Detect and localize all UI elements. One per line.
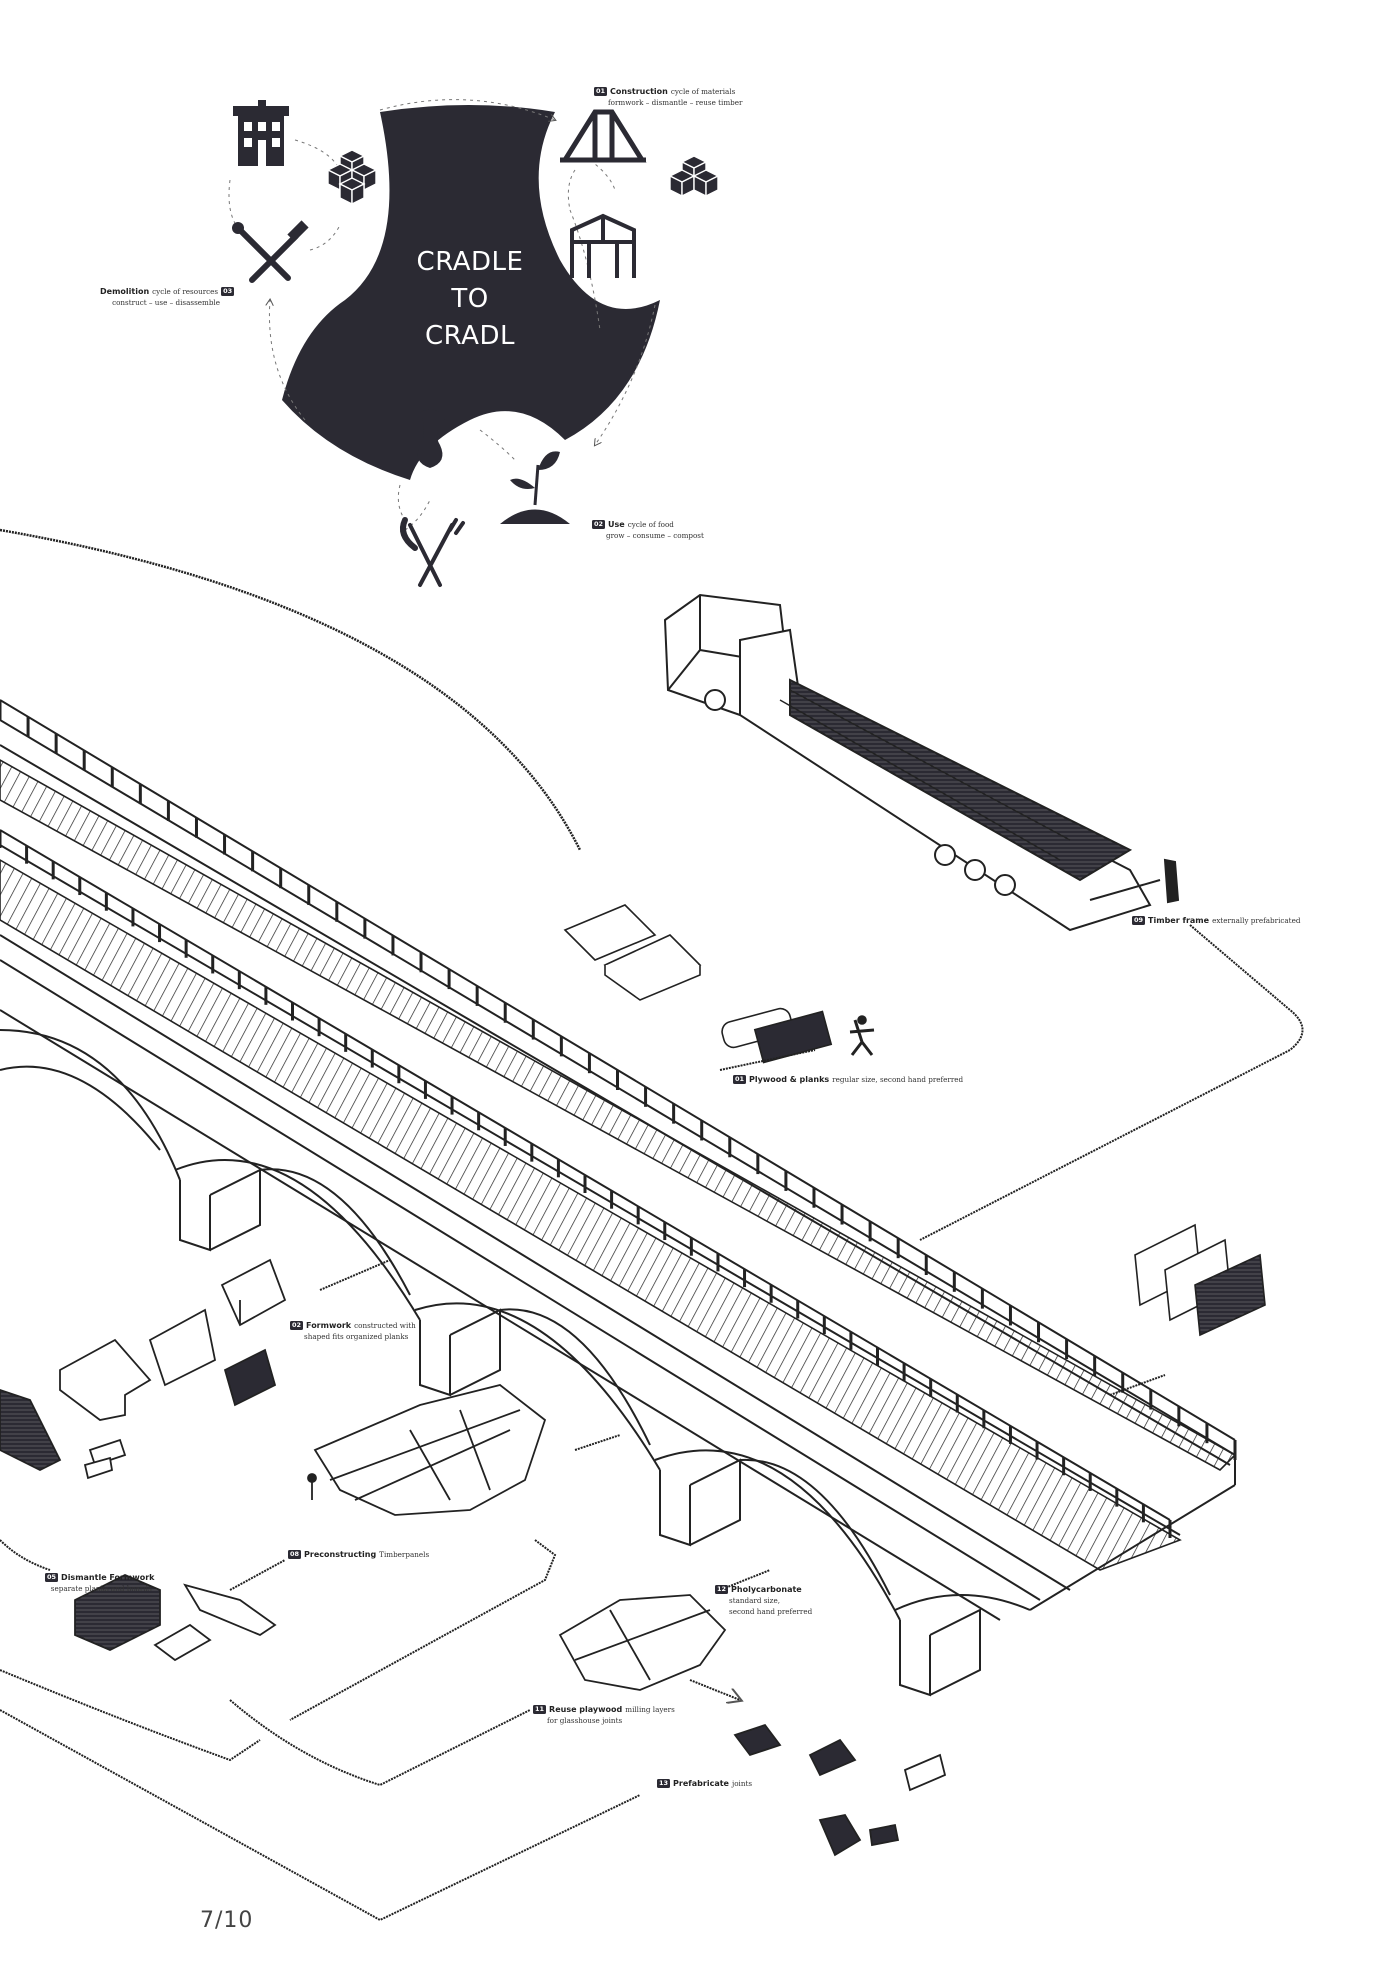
- cycle-diagram: [228, 99, 720, 587]
- viaduct-bridge: [0, 699, 1237, 1697]
- site-arc: [0, 528, 582, 851]
- formwork-illustration: [0, 1258, 947, 1857]
- truck-illustration: [663, 593, 1180, 932]
- tools-icon: [232, 220, 309, 283]
- cycle-center-shape: [282, 105, 660, 480]
- truss-bridge-icon: [560, 109, 647, 163]
- bridge-deck-lower: [0, 859, 1182, 1571]
- cubes-icon: [326, 149, 378, 206]
- sprout-icon: [500, 451, 570, 524]
- cycle-arc-right: [595, 304, 656, 445]
- cycle-arc-top: [379, 99, 555, 120]
- timber-frame-icon: [570, 213, 636, 278]
- cycle-arc-left: [269, 300, 306, 421]
- house-icon: [233, 100, 289, 166]
- flow-lines: [0, 924, 1304, 1922]
- cubes-icon-right: [668, 155, 720, 198]
- cutlery-icon: [400, 517, 465, 587]
- bridge-deck-upper: [0, 759, 1237, 1471]
- panels-illustration: [563, 904, 1266, 1337]
- apple-core-icon: [417, 400, 445, 468]
